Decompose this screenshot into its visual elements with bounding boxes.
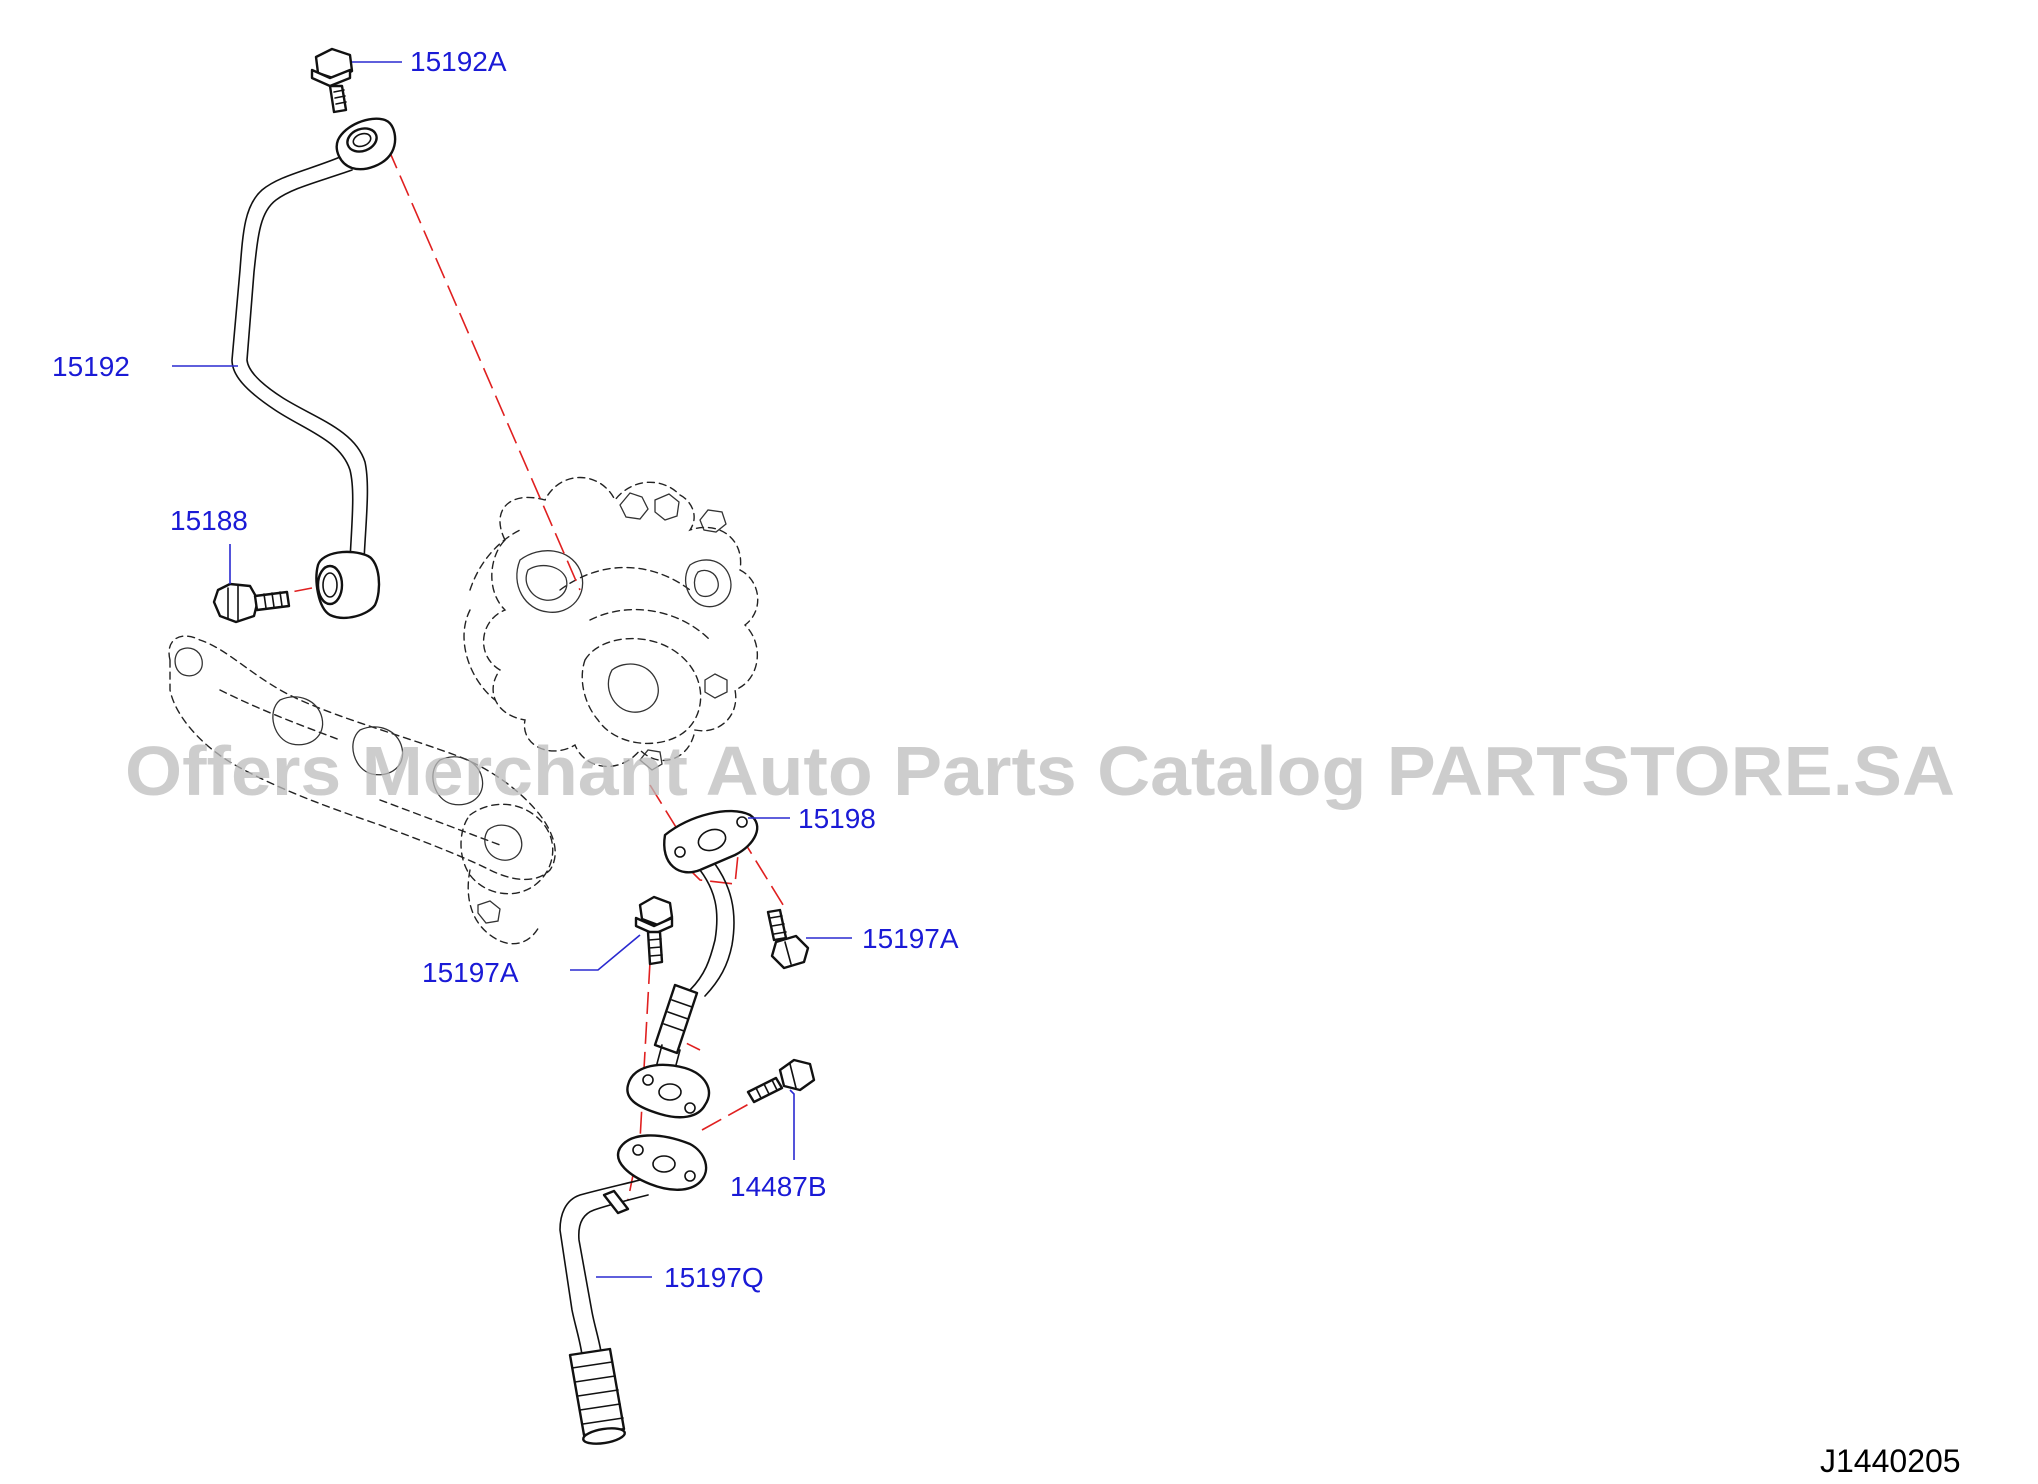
diagram-code: J1440205 [1820,1443,1961,1479]
gasket-lower [616,1134,708,1191]
oil-return-tube-15197Q [559,1179,649,1445]
gasket-15198 [663,809,759,874]
part-label-15197A-left[interactable]: 15197A [422,957,519,988]
oil-return-tube-upper [626,863,735,1119]
watermark-text: Offers Merchant Auto Parts Catalog PARTS… [125,732,1955,810]
part-label-15192[interactable]: 15192 [52,351,130,382]
part-label-15198[interactable]: 15198 [798,803,876,834]
leader-14487B [789,1089,795,1160]
turbocharger-assembly-ghost [463,476,759,771]
assembly-centerlines [264,147,786,1201]
leader-15197A-left [570,934,641,971]
part-label-15192A[interactable]: 15192A [410,46,507,77]
bolt-14487B [746,1058,816,1104]
centerline-15197A-left [639,961,651,1141]
part-label-15197Q[interactable]: 15197Q [664,1262,764,1293]
part-number-labels: 15192A 15192 15188 15198 15197A 15197A 1… [52,46,959,1293]
part-label-15197A-right[interactable]: 15197A [862,923,959,954]
banjo-bolt-15188 [212,582,291,624]
part-label-15188[interactable]: 15188 [170,505,248,536]
bolt-15197A-right [766,908,810,970]
exhaust-manifold-ghost [168,635,556,945]
part-label-14487B[interactable]: 14487B [730,1171,827,1202]
oil-feed-tube-15192 [231,117,397,619]
bolt-15197A-left [634,895,674,966]
leader-lines [172,61,852,1278]
centerline-15192-upper [387,147,581,591]
bolt-15192A [310,47,354,114]
centerline-14487B [701,1099,757,1131]
